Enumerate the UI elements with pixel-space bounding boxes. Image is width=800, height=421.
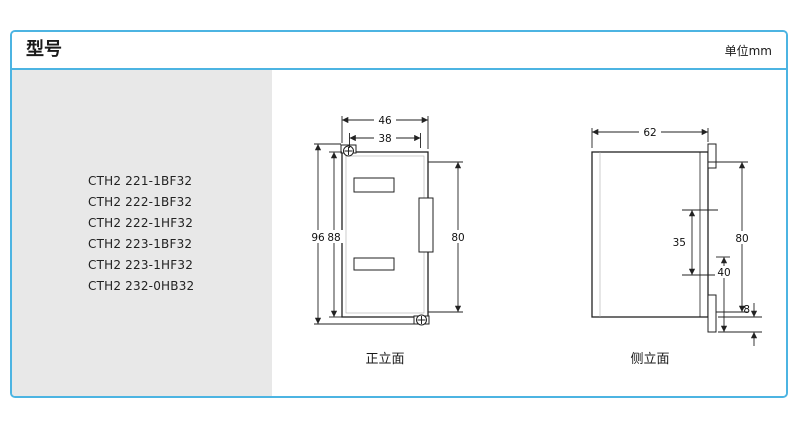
side-dim-clip [682, 209, 718, 276]
front-terminal-strip-bottom [353, 257, 395, 271]
screw-mount-top-icon [340, 144, 357, 157]
front-dim-right-height-label: 80 [451, 232, 464, 244]
front-body [341, 151, 429, 318]
side-view-caption: 侧立面 [630, 352, 669, 367]
side-dim-clip-label: 35 [673, 237, 686, 249]
dim-label-bg [733, 231, 751, 244]
model-item: CTH2 223-1HF32 [88, 258, 194, 272]
page-title: 型号 [26, 39, 62, 60]
side-dim-right-height-label: 80 [735, 233, 748, 245]
front-terminal-strip-top [353, 177, 395, 193]
front-view: 46 38 96 [309, 114, 467, 367]
model-item: CTH2 223-1BF32 [88, 237, 193, 251]
side-body [591, 151, 709, 318]
front-dim-inner-width-label: 38 [378, 133, 391, 145]
panel-body: CTH2 221-1BF32 CTH2 222-1BF32 CTH2 222-1… [12, 70, 786, 396]
dim-label-bg [449, 230, 467, 243]
dim-label-bg [374, 132, 396, 144]
model-item: CTH2 222-1HF32 [88, 216, 194, 230]
front-side-connector [418, 197, 434, 253]
front-dim-outer-height-label: 96 [311, 232, 325, 244]
front-dim-body-height-label: 88 [327, 232, 340, 244]
model-list: CTH2 221-1BF32 CTH2 222-1BF32 CTH2 222-1… [12, 70, 272, 396]
technical-drawing: 46 38 96 [309, 114, 762, 367]
side-view: 62 35 40 [591, 126, 762, 367]
din-clip-top [707, 143, 717, 169]
model-item: CTH2 222-1BF32 [88, 195, 193, 209]
dim-label-bg [325, 230, 343, 243]
screw-mount-bottom-icon [413, 314, 430, 326]
model-item: CTH2 232-0HB32 [88, 279, 195, 293]
drawing-area: 46 38 96 [272, 70, 786, 396]
side-dim-lower-label: 40 [717, 267, 730, 279]
panel-header: 型号 单位mm [12, 32, 786, 70]
side-dim-depth-label: 62 [643, 127, 656, 139]
dim-label-bg [309, 230, 327, 243]
dim-label-bg [374, 114, 396, 126]
model-item: CTH2 221-1BF32 [88, 174, 193, 188]
side-dim-clip-offset-label: 8 [743, 304, 750, 316]
dim-label-bg [715, 266, 733, 278]
front-dim-outer-width-label: 46 [378, 115, 392, 127]
unit-label: 单位mm [724, 43, 772, 58]
front-view-caption: 正立面 [365, 352, 404, 367]
dim-label-bg [639, 126, 661, 138]
din-clip-bottom [707, 294, 717, 333]
side-dim-clip-offset [718, 303, 762, 346]
spec-frame: 型号 单位mm CTH2 221-1BF32 CTH2 222-1BF32 CT… [10, 30, 788, 398]
